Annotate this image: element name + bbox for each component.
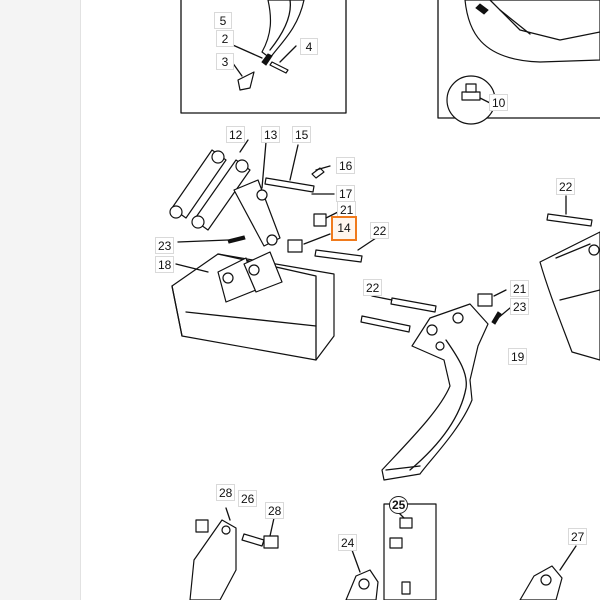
callout-5[interactable]: 5 (214, 12, 232, 29)
callout-15[interactable]: 15 (292, 126, 312, 143)
callout-22-upper[interactable]: 22 (370, 222, 390, 239)
callout-21-lower[interactable]: 21 (510, 280, 530, 297)
callout-23-upper[interactable]: 23 (155, 237, 175, 254)
pins-upper (177, 144, 377, 263)
callout-28-right[interactable]: 28 (265, 502, 285, 519)
callout-24[interactable]: 24 (338, 534, 358, 551)
callout-22-middle[interactable]: 22 (363, 279, 383, 296)
inset-frame-left (180, 0, 347, 114)
callout-16[interactable]: 16 (336, 157, 356, 174)
inset-frame-right (437, 0, 600, 125)
callout-14-selected[interactable]: 14 (331, 216, 357, 241)
callout-23-lower[interactable]: 23 (510, 298, 530, 315)
callout-12[interactable]: 12 (226, 126, 246, 143)
callout-18[interactable]: 18 (155, 256, 175, 273)
callout-28-left[interactable]: 28 (216, 484, 236, 501)
left-gutter (0, 0, 81, 600)
callout-19[interactable]: 19 (508, 348, 528, 365)
callout-10[interactable]: 10 (489, 94, 509, 111)
ripper-tine (360, 289, 511, 481)
callout-3[interactable]: 3 (216, 53, 234, 70)
callout-13[interactable]: 13 (261, 126, 281, 143)
callout-27[interactable]: 27 (568, 528, 588, 545)
bottom-parts (189, 503, 577, 600)
callout-26[interactable]: 26 (238, 490, 258, 507)
callout-2[interactable]: 2 (216, 30, 234, 47)
callout-22-right[interactable]: 22 (556, 178, 576, 195)
linkage-arms (169, 139, 281, 247)
callout-25[interactable]: 25 (389, 496, 409, 514)
callout-17[interactable]: 17 (336, 185, 356, 202)
bucket-assembly (171, 251, 335, 361)
callout-4[interactable]: 4 (300, 38, 318, 55)
right-bucket (539, 195, 600, 361)
